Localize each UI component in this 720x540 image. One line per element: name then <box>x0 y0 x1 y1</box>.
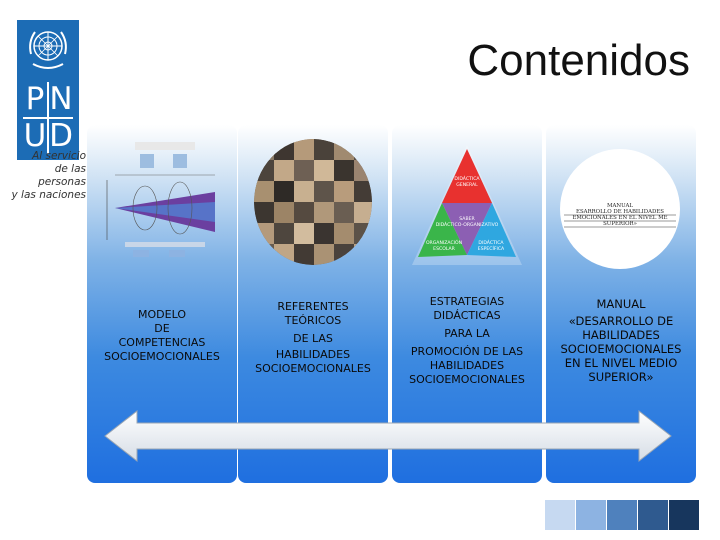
caption-line: DIDÁCTICAS <box>433 309 501 322</box>
caption-line: PROMOCIÓN DE LAS <box>410 345 524 358</box>
didactics-triangle: DIDÁCTICAGENERALSABERDIDÁCTICO-ORGANIZAT… <box>412 145 522 265</box>
tagline-line: y las naciones <box>11 189 87 201</box>
triangle-label: GENERAL <box>456 182 478 188</box>
undp-logo: P N U D <box>17 20 79 160</box>
caption-line: SOCIOEMOCIONALES <box>409 373 525 386</box>
un-emblem-icon <box>29 31 67 69</box>
cover-text-line: EMOCIONALES EN EL NIVEL ME <box>572 215 667 221</box>
caption-line: «DESARROLLO DE <box>568 314 674 328</box>
palette-square <box>669 500 699 530</box>
tagline-line: Al servicio <box>32 150 86 162</box>
cover-text-line: SUPERIOR» <box>603 221 637 227</box>
palette-square <box>576 500 606 530</box>
caption-line: REFERENTES <box>277 300 349 313</box>
caption-line: EN EL NIVEL MEDIO <box>564 356 678 370</box>
cover-text-line: ESARROLLO DE HABILIDADES <box>576 209 664 215</box>
logo-divider <box>47 82 49 154</box>
logo-tagline: Al servicio de las personas y las nacion… <box>6 150 87 202</box>
logo-letter-p: P <box>25 81 45 117</box>
caption-line: MODELO <box>138 308 186 321</box>
caption-line: DE LAS <box>293 332 333 345</box>
caption-line: COMPETENCIAS <box>118 336 206 349</box>
palette-square <box>607 500 637 530</box>
card-caption: ESTRATEGIAS DIDÁCTICAS PARA LA PROMOCIÓN… <box>396 295 538 387</box>
caption-line: DE <box>154 322 170 335</box>
caption-line: SOCIOEMOCIONALES <box>104 350 220 363</box>
triangle-label: ORGANIZACIÓN <box>426 239 462 246</box>
caption-line: SOCIOEMOCIONALES <box>560 342 682 356</box>
cover-text-line: MANUAL <box>607 203 633 209</box>
card-caption: MANUAL «DESARROLLO DE HABILIDADES SOCIOE… <box>550 297 692 384</box>
caption-line: SOCIOEMOCIONALES <box>255 362 371 375</box>
palette-square <box>638 500 668 530</box>
triangle-label: DIDÁCTICA <box>454 175 480 182</box>
logo-letter-d: D <box>49 118 73 154</box>
caption-line: SUPERIOR» <box>588 370 654 384</box>
triangle-label: DIDÁCTICA <box>478 239 504 246</box>
card-caption: MODELO DE COMPETENCIAS SOCIOEMOCIONALES <box>91 308 233 364</box>
caption-line: MANUAL <box>596 297 646 311</box>
triangle-label: ESPECÍFICA <box>478 245 505 252</box>
competency-model-diagram <box>106 142 215 257</box>
slide-title: Contenidos <box>467 36 690 85</box>
logo-letter-u: U <box>23 118 47 154</box>
palette-square <box>545 500 575 530</box>
tagline-line: de las personas <box>38 163 86 188</box>
caption-line: PARA LA <box>444 327 490 340</box>
caption-line: TEÓRICOS <box>284 314 342 327</box>
caption-line: HABILIDADES <box>582 328 660 342</box>
triangle-label: SABER <box>459 216 475 222</box>
card-caption: REFERENTES TEÓRICOS DE LAS HABILIDADES S… <box>242 300 384 376</box>
triangle-label: DIDÁCTICO-ORGANIZATIVO <box>436 221 499 228</box>
caption-line: HABILIDADES <box>275 348 351 361</box>
double-arrow-icon <box>104 409 672 463</box>
caption-line: ESTRATEGIAS <box>429 295 505 308</box>
caption-line: HABILIDADES <box>429 359 505 372</box>
logo-letter-n: N <box>49 81 73 117</box>
theorists-portrait-collage <box>254 139 372 265</box>
triangle-label: ESCOLAR <box>433 246 455 252</box>
